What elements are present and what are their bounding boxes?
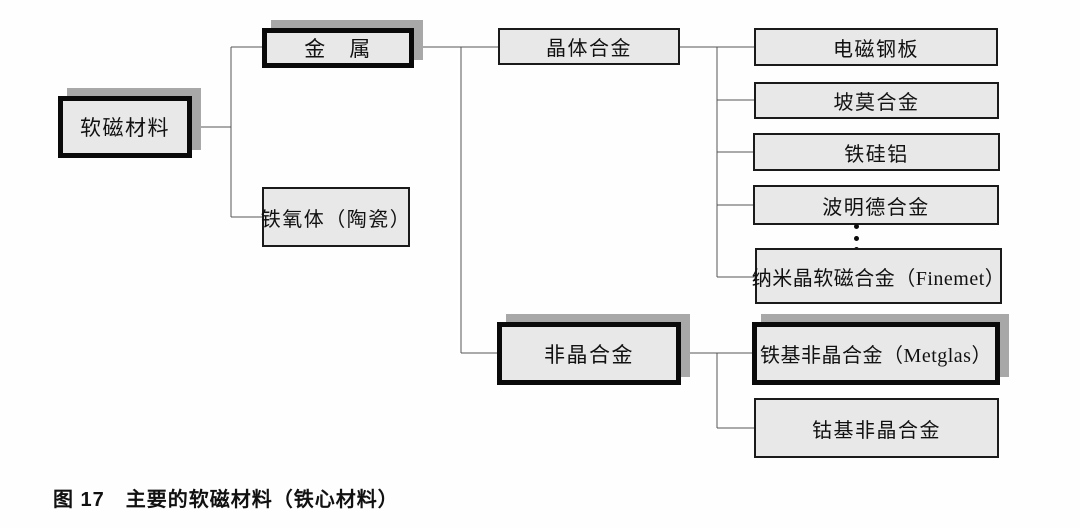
node-amorphous-alloy: 非晶合金	[497, 322, 681, 385]
node-electrical-steel-sheet: 电磁钢板	[754, 28, 998, 66]
node-nanocrystalline-finemet: 纳米晶软磁合金（Finemet）	[752, 248, 1005, 304]
node-permalloy: 坡莫合金	[754, 82, 999, 119]
node-fe-si-al-sendust: 铁硅铝	[753, 133, 1000, 171]
node-permendur-alloy: 波明德合金	[753, 185, 999, 225]
node-ferrite-ceramic: 铁氧体（陶瓷）	[261, 187, 410, 247]
node-crystalline-alloy: 晶体合金	[498, 28, 680, 65]
node-fe-based-amorphous-metglas: 铁基非晶合金（Metglas）	[752, 322, 1000, 385]
node-soft-magnetic-materials: 软磁材料	[58, 96, 192, 158]
figure-caption: 图 17 主要的软磁材料（铁心材料）	[53, 489, 399, 511]
node-co-based-amorphous: 钴基非晶合金	[754, 398, 999, 458]
node-metal: 金 属	[262, 28, 414, 68]
